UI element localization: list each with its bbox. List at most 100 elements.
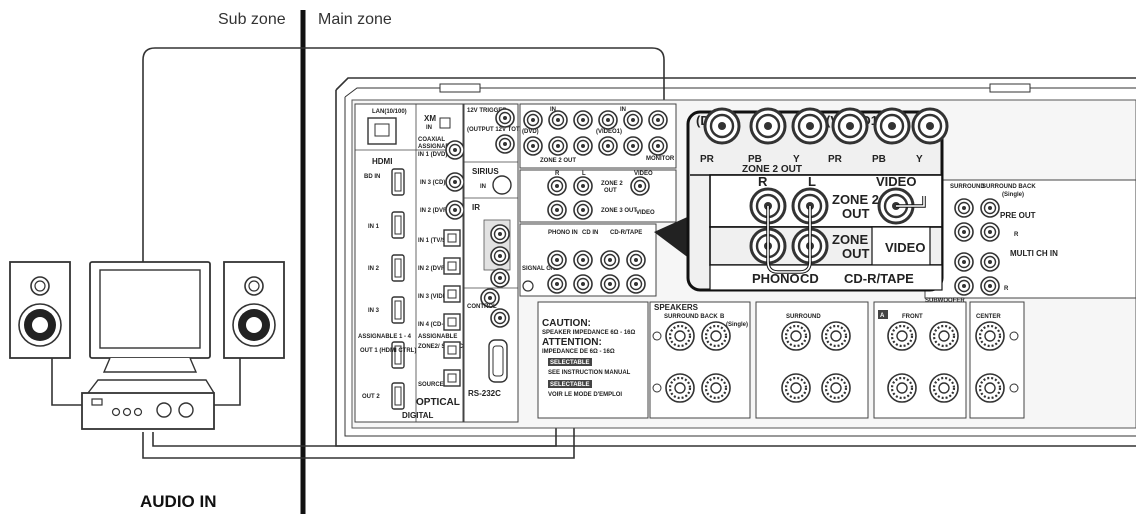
trigger-jack-2 [496, 135, 514, 153]
multich-jack [955, 277, 973, 295]
component-jack [649, 137, 667, 155]
control-label: CONTROL [467, 304, 497, 310]
speaker-panel: CAUTION: SPEAKER IMPEDANCE 6Ω - 16Ω ATTE… [538, 302, 1024, 418]
hdmi-in1-port [392, 212, 404, 238]
multich-jack [981, 277, 999, 295]
sirius-port [493, 176, 511, 194]
zoom-pr2-label: PR [828, 154, 843, 165]
xm-port [440, 118, 450, 128]
preout-jack [955, 223, 973, 241]
speaker-terminal [702, 374, 730, 402]
audio-in-label: AUDIO IN [140, 492, 217, 511]
component-jack [574, 111, 592, 129]
tape-in-r-jack [627, 275, 645, 293]
preout-single-label: (Single) [1002, 192, 1024, 198]
section-a-label: A [880, 313, 885, 319]
speaker-terminal [976, 322, 1004, 350]
speaker-terminal [666, 322, 694, 350]
monitor-label: MONITOR [646, 156, 675, 162]
speaker-terminal [930, 322, 958, 350]
component-in2-label: IN [620, 107, 626, 113]
selectable-label-2: SELECTABLE [550, 382, 590, 388]
hdmi-in2-port [392, 255, 404, 281]
hdmi-in3-port [392, 297, 404, 323]
signal-gnd-terminal [523, 281, 533, 291]
optical-source-out-port [444, 370, 460, 386]
zoom-callout: (DVD) (VIDEO1) PR PB Y PR PB Y ZONE 2 OU… [688, 109, 947, 290]
zone2-component-out-label: ZONE 2 OUT [540, 158, 576, 164]
zoom-component-jack [751, 109, 785, 143]
zoom-y2-label: Y [916, 154, 923, 165]
see-instruction-label: SEE INSTRUCTION MANUAL [548, 370, 631, 376]
speaker-terminal [888, 374, 916, 402]
main-zone-label: Main zone [318, 11, 392, 28]
cd-r-jack [574, 275, 592, 293]
speaker-terminal [782, 322, 810, 350]
preout-r-label: R [1014, 232, 1019, 238]
coaxial-jack [446, 141, 464, 159]
coaxial-in-label: IN 1 (DVD) [418, 152, 447, 158]
component-jack [524, 111, 542, 129]
zoom-zone2-component-out-label: ZONE 2 OUT [742, 164, 802, 175]
section-b-label: B [720, 314, 725, 320]
preout-surround-label: SURROUND [950, 184, 985, 190]
component-jack [624, 137, 642, 155]
ir-label: IR [472, 203, 480, 212]
component-jack [524, 137, 542, 155]
component-video1-label: (VIDEO1) [596, 129, 622, 135]
zone2-r-jack-small [548, 177, 566, 195]
tv [90, 262, 210, 372]
hdmi-out1-label: OUT 1 (HDMI CTRL) [360, 348, 416, 354]
speaker-terminal [666, 374, 694, 402]
ir-in2-jack [491, 247, 509, 265]
spk-single-label: (Single) [726, 322, 748, 328]
hdmi-label: HDMI [372, 157, 392, 166]
zoom-zone3-out-label: OUT [842, 246, 870, 261]
assignable-14-label: ASSIGNABLE 1 - 4 [358, 334, 412, 340]
multich-r-label: R [1004, 286, 1009, 292]
component-jack [599, 111, 617, 129]
zone2-video-label-small: VIDEO [634, 171, 653, 177]
preout-jack [955, 199, 973, 217]
hdmi-bd-in-label: BD IN [364, 174, 380, 180]
surround-label: SURROUND [786, 314, 821, 320]
sub-zone-label: Sub zone [218, 11, 286, 28]
cd-in-label: CD IN [582, 230, 598, 236]
multi-ch-in-label: MULTI CH IN [1010, 249, 1058, 258]
component-jack [574, 137, 592, 155]
zone2-r-label-small: R [555, 171, 560, 177]
zoom-component-jack [913, 109, 947, 143]
voir-label: VOIR LE MODE D'EMPLOI [548, 392, 622, 398]
speaker-terminal [822, 322, 850, 350]
component-dvd-label: (DVD) [522, 129, 539, 135]
center-label: CENTER [976, 314, 1001, 320]
zoom-component-jack [793, 109, 827, 143]
component-jack [549, 137, 567, 155]
optical-in1-port [444, 230, 460, 246]
sirius-label: SIRIUS [472, 167, 499, 176]
optical-in4-port [444, 314, 460, 330]
zone2-l-jack-small [574, 177, 592, 195]
preout-jack [981, 223, 999, 241]
zone2-out-label-small: OUT [604, 188, 617, 194]
caution-sub-label: SPEAKER IMPEDANCE 6Ω - 16Ω [542, 330, 635, 336]
hdmi-out2-port [392, 383, 404, 409]
phono-in-label: PHONO IN [548, 230, 578, 236]
preout-panel: SURROUND SURROUND BACK (Single) PRE OUT … [925, 180, 1136, 304]
preout-surround-back-label: SURROUND BACK [982, 184, 1036, 190]
hdmi-in1-label: IN 1 [368, 224, 380, 230]
zoom-zone3-video-label: VIDEO [885, 240, 925, 255]
control-out-jack [491, 309, 509, 327]
hdmi-bd-in-port [392, 169, 404, 195]
multich-jack [981, 253, 999, 271]
zoom-pr-label: PR [700, 154, 715, 165]
component-jack [624, 111, 642, 129]
zone2-label-small: ZONE 2 [601, 181, 623, 187]
optical-label: OPTICAL [416, 397, 460, 408]
coaxial-in3-label: IN 3 (CD) [420, 180, 445, 186]
hdmi-out1-port [392, 342, 404, 368]
cd-l-jack [574, 251, 592, 269]
sirius-in-label: IN [480, 184, 486, 190]
speakers-label: SPEAKERS [654, 303, 699, 312]
